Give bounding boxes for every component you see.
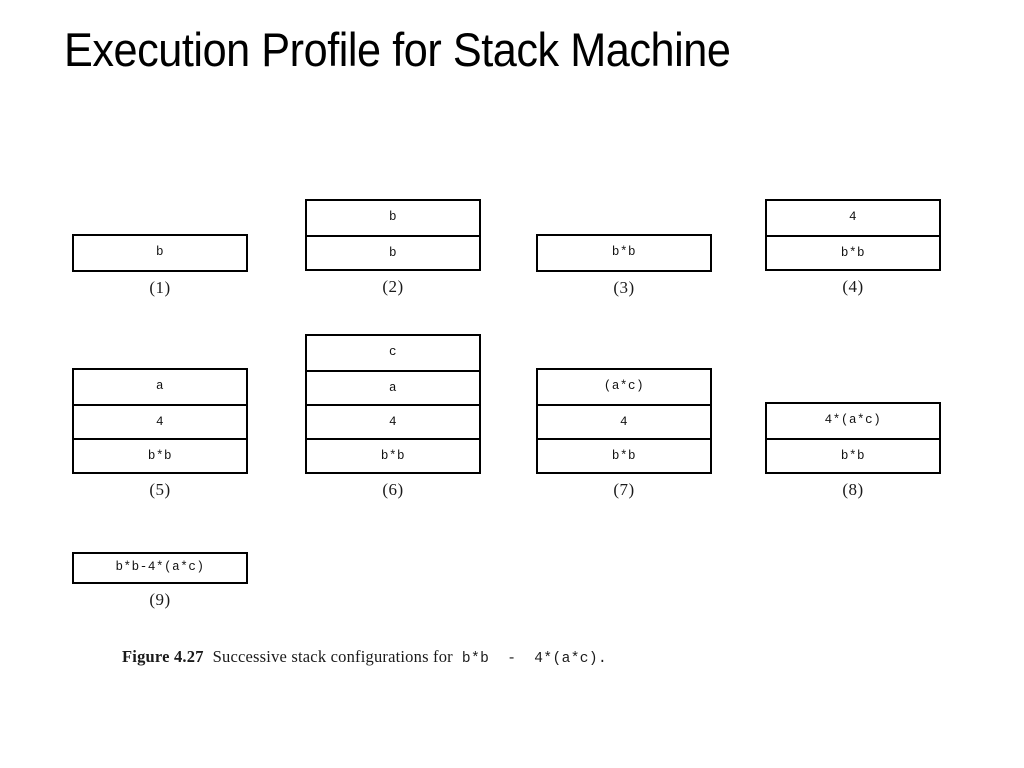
figure-caption-expression-left: b*b <box>461 651 490 667</box>
stack-cell: a <box>307 370 479 404</box>
stack-label: (6) <box>382 480 404 499</box>
stack-box: b*b-4*(a*c) <box>72 552 248 584</box>
stack-label: (8) <box>842 480 864 499</box>
stack-label: (3) <box>613 278 635 297</box>
stack-diagram-6: c a 4 b*b (6) <box>305 334 481 500</box>
page-title: Execution Profile for Stack Machine <box>64 23 731 76</box>
stack-cell: 4 <box>538 404 710 438</box>
stack-diagram-3: b*b (3) <box>536 234 712 298</box>
stack-cell: (a*c) <box>603 379 645 393</box>
stack-diagram-4: 4 b*b (4) <box>765 199 941 297</box>
stack-label: (7) <box>613 480 635 499</box>
stack-diagram-1: b (1) <box>72 234 248 298</box>
figure-caption-expression-operator: - <box>507 651 517 667</box>
stack-box: (a*c) 4 b*b <box>536 368 712 474</box>
figure-caption: Figure 4.27 Successive stack configuratio… <box>122 647 607 667</box>
stack-box: c a 4 b*b <box>305 334 481 474</box>
stack-cell: 4*(a*c) <box>824 413 882 427</box>
stack-cell: c <box>388 345 398 359</box>
stack-box: b*b <box>536 234 712 272</box>
stack-cell: b*b-4*(a*c) <box>115 560 205 574</box>
stack-box: a 4 b*b <box>72 368 248 474</box>
stack-label: (2) <box>382 277 404 296</box>
stack-box: b <box>72 234 248 272</box>
stack-diagram-9: b*b-4*(a*c) (9) <box>72 552 248 610</box>
figure-caption-number: Figure 4.27 <box>122 647 204 666</box>
stack-label: (4) <box>842 277 864 296</box>
stack-label: (1) <box>149 278 171 297</box>
stack-box: b b <box>305 199 481 271</box>
stack-cell: b*b <box>611 245 637 259</box>
stack-diagram-8: 4*(a*c) b*b (8) <box>765 402 941 500</box>
stack-cell: b <box>388 210 398 224</box>
stack-cell: 4 <box>848 210 858 224</box>
stack-box: 4 b*b <box>765 199 941 271</box>
stack-box: 4*(a*c) b*b <box>765 402 941 474</box>
stack-cell: b*b <box>767 235 939 269</box>
stack-cell: b <box>155 245 165 259</box>
stack-diagram-7: (a*c) 4 b*b (7) <box>536 368 712 500</box>
stack-label: (5) <box>149 480 171 499</box>
figure-caption-expression-right: 4*(a*c). <box>534 651 608 667</box>
stack-diagram-2: b b (2) <box>305 199 481 297</box>
stack-cell: b*b <box>307 438 479 472</box>
stack-cell: b <box>307 235 479 269</box>
stack-cell: a <box>155 379 165 393</box>
stack-cell: 4 <box>307 404 479 438</box>
stack-cell: 4 <box>74 404 246 438</box>
figure-caption-text: Successive stack configurations for <box>212 647 453 666</box>
stack-cell: b*b <box>538 438 710 472</box>
stack-diagram-5: a 4 b*b (5) <box>72 368 248 500</box>
stack-label: (9) <box>149 590 171 609</box>
stack-cell: b*b <box>767 438 939 472</box>
stack-cell: b*b <box>74 438 246 472</box>
